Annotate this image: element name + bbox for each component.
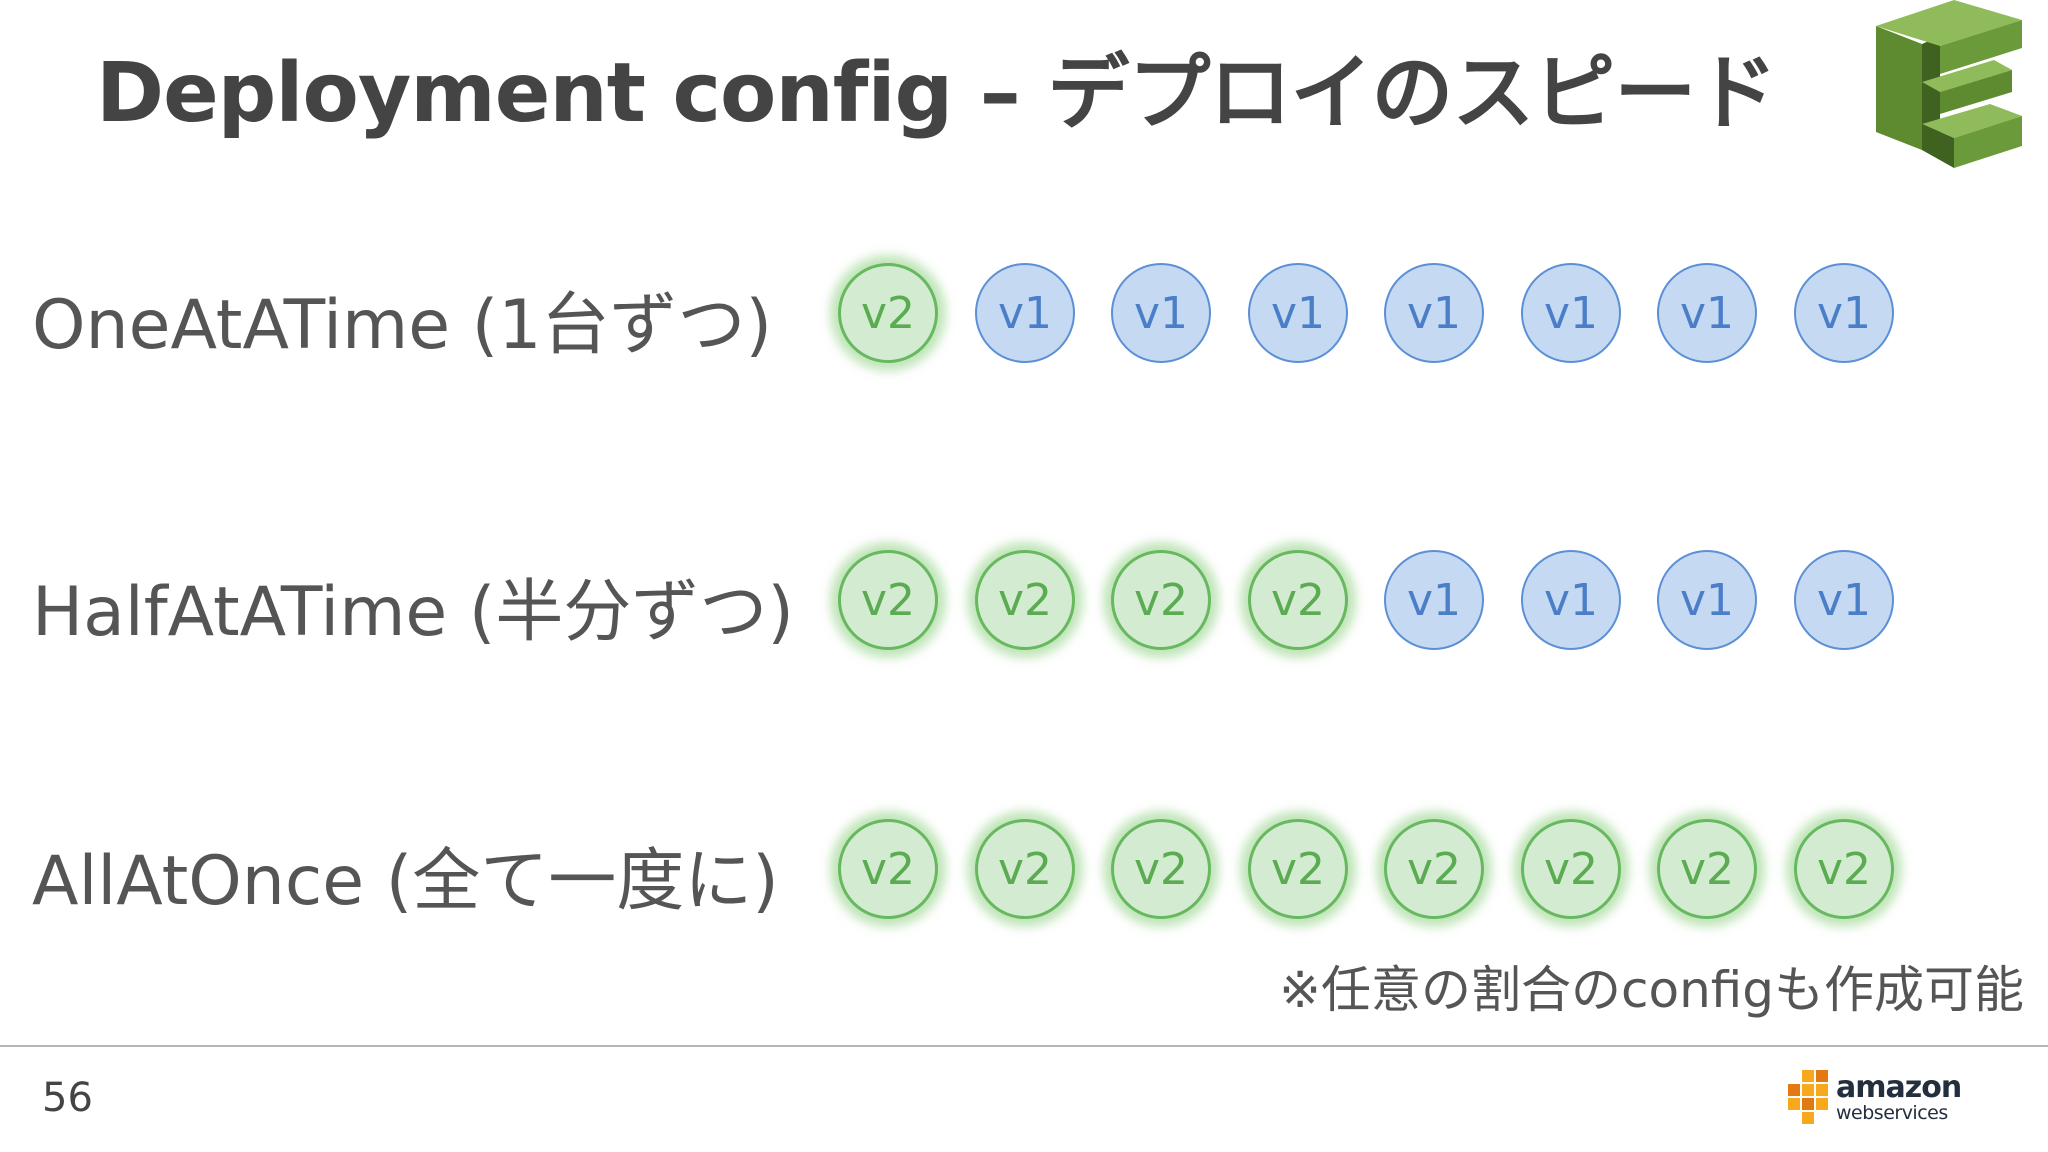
- instance-v2: v2: [975, 550, 1075, 650]
- instance-v1: v1: [1657, 263, 1757, 363]
- codedeploy-icon: [1876, 0, 2022, 168]
- instance-v2: v2: [975, 819, 1075, 919]
- instance-v1: v1: [1794, 550, 1894, 650]
- page-number: 56: [42, 1075, 93, 1121]
- instance-v1: v1: [1384, 263, 1484, 363]
- instance-v2: v2: [1248, 550, 1348, 650]
- instance-v2: v2: [1111, 819, 1211, 919]
- footnote: ※任意の割合のconfigも作成可能: [1279, 961, 2024, 1019]
- instance-v2: v2: [1521, 819, 1621, 919]
- instance-v1: v1: [1521, 263, 1621, 363]
- aws-logo-subtext: webservices: [1836, 1102, 1948, 1124]
- instance-v2: v2: [1794, 819, 1894, 919]
- instance-v1: v1: [1521, 550, 1621, 650]
- instance-v2: v2: [1111, 550, 1211, 650]
- instance-v2: v2: [838, 819, 938, 919]
- instance-v1: v1: [1111, 263, 1211, 363]
- row-label: OneAtATime (1台ずつ): [32, 286, 773, 365]
- instance-v2: v2: [1248, 819, 1348, 919]
- instance-group: v2 v2 v2 v2 v1 v1 v1 v1: [838, 550, 1898, 654]
- instance-group: v2 v2 v2 v2 v2 v2 v2 v2: [838, 819, 1898, 923]
- instance-v1: v1: [1384, 550, 1484, 650]
- aws-logo: amazon webservices: [1786, 1068, 1962, 1130]
- deployment-row-half-at-a-time: HalfAtATime (半分ずつ) v2 v2 v2 v2 v1 v1 v1 v1: [0, 530, 2048, 670]
- slide-title: Deployment config – デプロイのスピード: [96, 46, 1777, 141]
- instance-group: v2 v1 v1 v1 v1 v1 v1 v1: [838, 263, 1898, 367]
- row-label: HalfAtATime (半分ずつ): [32, 573, 794, 652]
- instance-v2: v2: [838, 550, 938, 650]
- instance-v1: v1: [1657, 550, 1757, 650]
- instance-v1: v1: [975, 263, 1075, 363]
- deployment-row-all-at-once: AllAtOnce (全て一度に) v2 v2 v2 v2 v2 v2 v2 v2: [0, 799, 2048, 939]
- instance-v1: v1: [1248, 263, 1348, 363]
- deployment-row-one-at-a-time: OneAtATime (1台ずつ) v2 v1 v1 v1 v1 v1 v1 v1: [0, 243, 2048, 383]
- instance-v2: v2: [1384, 819, 1484, 919]
- instance-v2: v2: [1657, 819, 1757, 919]
- instance-v2: v2: [838, 263, 938, 363]
- instance-v1: v1: [1794, 263, 1894, 363]
- row-label: AllAtOnce (全て一度に): [32, 842, 779, 921]
- aws-cubes-icon: [1788, 1070, 1828, 1124]
- aws-logo-text: amazon: [1836, 1070, 1962, 1105]
- footer-divider: [0, 1045, 2048, 1047]
